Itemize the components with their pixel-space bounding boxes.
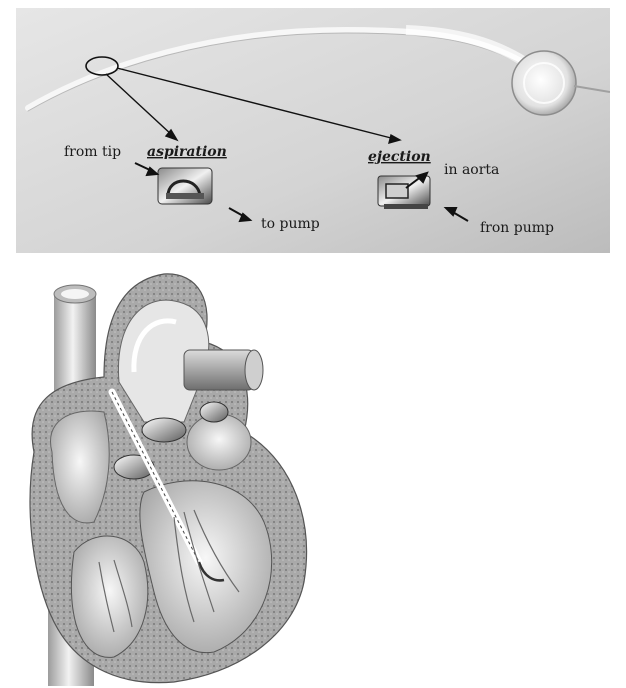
label-in-aorta: in aorta xyxy=(444,162,499,178)
label-to-pump: to pump xyxy=(261,216,320,232)
label-ejection: ejection xyxy=(368,149,431,165)
aspiration-valve-image xyxy=(158,168,212,204)
label-fron-pump: fron pump xyxy=(480,220,554,236)
catheter-photo-panel: from tip aspiration to pump ejection in … xyxy=(16,8,610,253)
left-atrium xyxy=(187,414,251,470)
label-from-tip: from tip xyxy=(64,144,121,160)
label-aspiration: aspiration xyxy=(147,144,227,160)
heart-cross-section-illustration xyxy=(14,262,314,686)
